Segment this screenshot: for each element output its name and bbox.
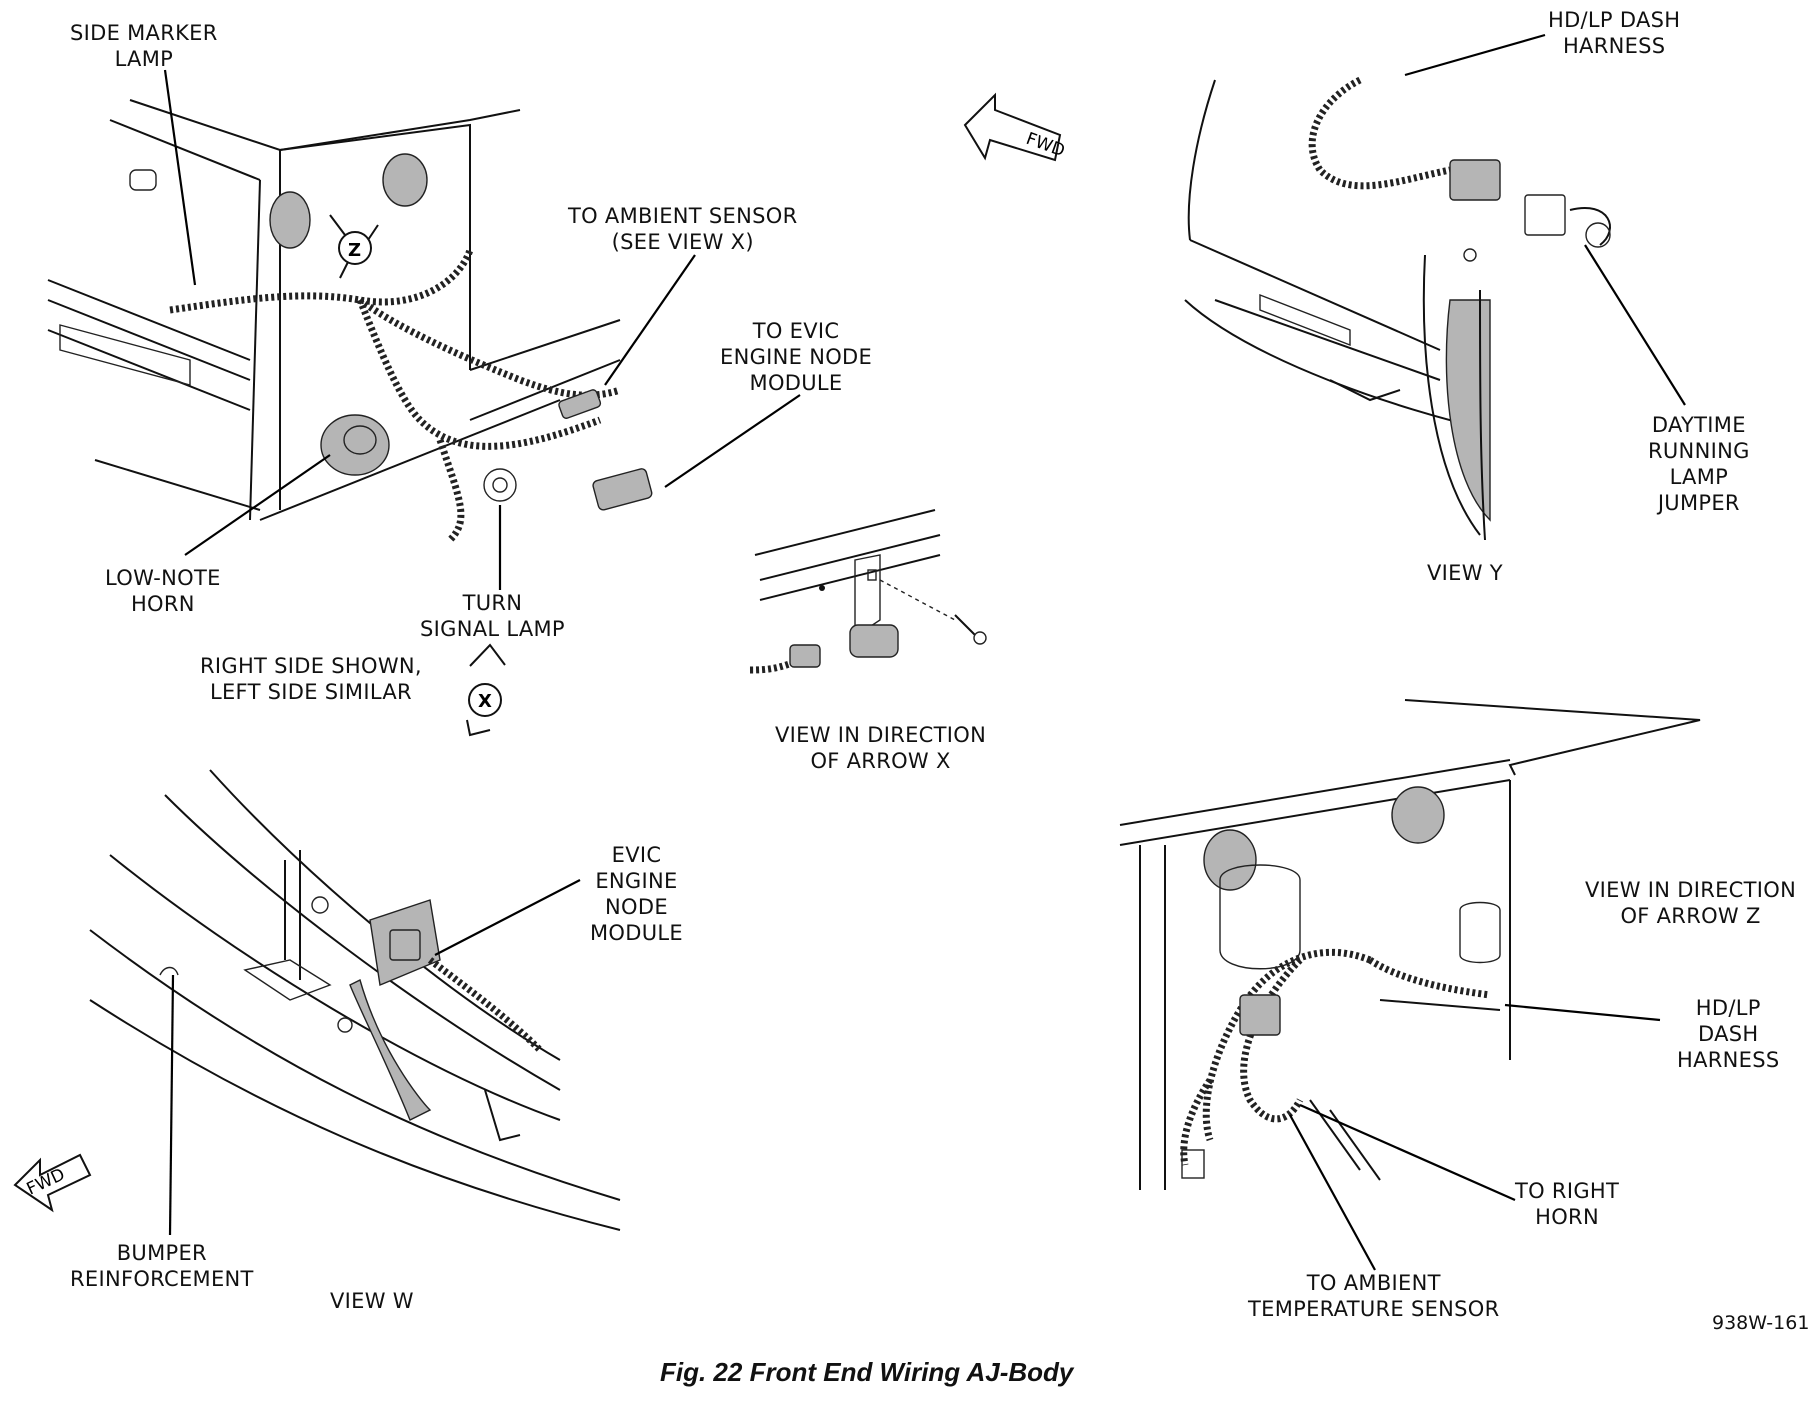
leader-evic-top bbox=[664, 394, 801, 488]
label-view-y: VIEW Y bbox=[1427, 561, 1503, 585]
view-w-drawing bbox=[89, 769, 621, 1231]
view-x-drawing bbox=[749, 509, 987, 674]
fwd-arrow-top bbox=[963, 92, 1062, 162]
leader-bumper bbox=[168, 974, 175, 1236]
leader-low-note-horn bbox=[184, 454, 331, 556]
leader-right-horn bbox=[1299, 1103, 1516, 1202]
view-y-drawing bbox=[1184, 76, 1611, 541]
leader-evic-w bbox=[434, 879, 581, 956]
fwd-arrow-bottom bbox=[13, 1153, 92, 1213]
figure-code: 938W-161 bbox=[1712, 1312, 1810, 1334]
arrow-x-marker: X bbox=[478, 691, 492, 712]
leader-hdlp-z bbox=[1504, 1003, 1661, 1022]
leader-ambient-sensor bbox=[604, 254, 696, 386]
label-right-side-shown: RIGHT SIDE SHOWN,LEFT SIDE SIMILAR bbox=[200, 654, 422, 704]
label-view-w: VIEW W bbox=[330, 1289, 414, 1313]
arrow-z-marker: Z bbox=[348, 240, 361, 261]
label-ambient-sensor: TO AMBIENT SENSOR(SEE VIEW X) bbox=[568, 204, 798, 254]
leader-drl-jumper bbox=[1584, 244, 1686, 406]
leader-hdlp-top bbox=[1404, 33, 1546, 77]
leader-ambient-temp bbox=[1289, 1114, 1376, 1271]
view-z-drawing bbox=[1119, 699, 1701, 1190]
leader-side-marker bbox=[163, 69, 197, 286]
figure-caption: Fig. 22 Front End Wiring AJ-Body bbox=[660, 1357, 1074, 1387]
front-end-right-side-drawing bbox=[47, 99, 653, 737]
